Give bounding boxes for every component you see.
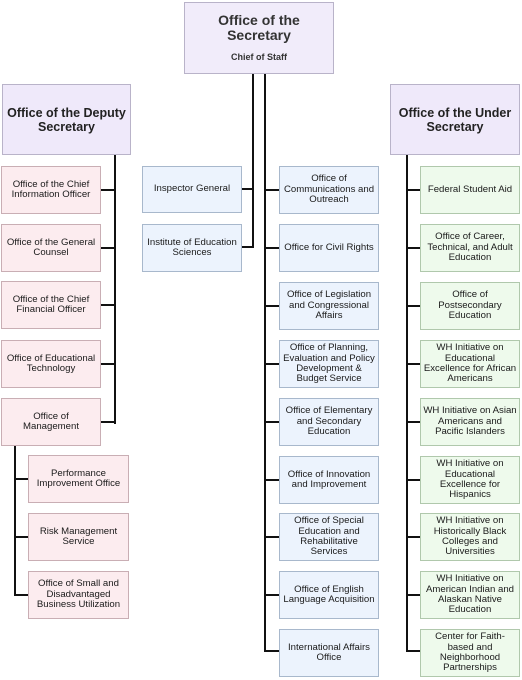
- connector-deputy-branch-3: [101, 304, 116, 306]
- connector-under-spine: [406, 155, 408, 652]
- management-unit-risk-management: Risk Management Service: [28, 513, 129, 561]
- under-wh-initiative-hbcu: WH Initiative on Historically Black Coll…: [420, 513, 520, 561]
- secretary-title: Office of the Secretary: [218, 12, 300, 43]
- connector-deputy-branch-2: [101, 247, 116, 249]
- connector-under-branch-5: [406, 421, 420, 423]
- office-civil-rights: Office for Civil Rights: [279, 224, 379, 272]
- connector-deputy-branch-4: [101, 363, 116, 365]
- connector-deputy-branch-5: [101, 421, 116, 423]
- management-unit-performance-improvement: Performance Improvement Office: [28, 455, 129, 503]
- connector-under-branch-4: [406, 363, 420, 365]
- office-of-the-deputy-secretary: Office of the Deputy Secretary: [2, 84, 131, 155]
- connector-ig-branch: [242, 188, 254, 190]
- deputy-office-management: Office of Management: [1, 398, 101, 446]
- office-of-the-secretary: Office of the Secretary Chief of Staff: [184, 2, 334, 74]
- management-unit-small-disadvantaged-business: Office of Small and Disadvantaged Busine…: [28, 571, 129, 619]
- deputy-office-chief-financial-officer: Office of the Chief Financial Officer: [1, 281, 101, 329]
- connector-office-branch-7: [264, 536, 279, 538]
- connector-office-branch-8: [264, 594, 279, 596]
- connector-under-branch-6: [406, 479, 420, 481]
- deputy-office-educational-technology: Office of Educational Technology: [1, 340, 101, 388]
- office-legislation-congressional-affairs: Office of Legislation and Congressional …: [279, 282, 379, 330]
- connector-office-branch-6: [264, 479, 279, 481]
- connector-under-branch-9: [406, 650, 420, 652]
- connector-management-spine: [14, 416, 16, 595]
- under-office-postsecondary-education: Office of Postsecondary Education: [420, 282, 520, 330]
- office-elementary-secondary-education: Office of Elementary and Secondary Educa…: [279, 398, 379, 446]
- under-office-career-technical-adult: Office of Career, Technical, and Adult E…: [420, 224, 520, 272]
- office-of-the-under-secretary: Office of the Under Secretary: [390, 84, 520, 155]
- connector-office-branch-3: [264, 305, 279, 307]
- chief-of-staff-label: Chief of Staff: [231, 52, 287, 63]
- office-planning-evaluation-policy-budget: Office of Planning, Evaluation and Polic…: [279, 340, 379, 388]
- connector-under-branch-2: [406, 247, 420, 249]
- under-title: Office of the Under Secretary: [398, 105, 512, 134]
- staff-office-institute-of-education-sciences: Institute of Education Sciences: [142, 224, 242, 272]
- connector-deputy-spine: [114, 155, 116, 424]
- under-wh-initiative-hispanics: WH Initiative on Educational Excellence …: [420, 456, 520, 504]
- office-special-education-rehabilitative: Office of Special Education and Rehabili…: [279, 513, 379, 561]
- connector-ies-branch: [242, 246, 254, 248]
- connector-under-branch-1: [406, 189, 420, 191]
- connector-management-branch-1: [14, 478, 28, 480]
- office-communications-and-outreach: Office of Communications and Outreach: [279, 166, 379, 214]
- connector-under-branch-8: [406, 594, 420, 596]
- connector-management-branch-2: [14, 536, 28, 538]
- connector-office-branch-9: [264, 650, 279, 652]
- deputy-title: Office of the Deputy Secretary: [7, 105, 126, 134]
- deputy-office-general-counsel: Office of the General Counsel: [1, 224, 101, 272]
- under-wh-initiative-african-americans: WH Initiative on Educational Excellence …: [420, 340, 520, 388]
- connector-office-branch-5: [264, 421, 279, 423]
- office-english-language-acquisition: Office of English Language Acquisition: [279, 571, 379, 619]
- staff-office-inspector-general: Inspector General: [142, 166, 242, 213]
- under-center-faith-neighborhood: Center for Faith-based and Neighborhood …: [420, 629, 520, 677]
- connector-under-branch-7: [406, 536, 420, 538]
- under-wh-initiative-american-indian-alaskan-native: WH Initiative on American Indian and Ala…: [420, 571, 520, 619]
- deputy-office-chief-information-officer: Office of the Chief Information Officer: [1, 166, 101, 214]
- connector-secretary-to-deputy-under: [252, 74, 254, 248]
- connector-management-branch-3: [14, 594, 28, 596]
- office-international-affairs: International Affairs Office: [279, 629, 379, 677]
- under-wh-initiative-asian-americans-pacific-islanders: WH Initiative on Asian Americans and Pac…: [420, 398, 520, 446]
- connector-office-branch-4: [264, 363, 279, 365]
- under-office-federal-student-aid: Federal Student Aid: [420, 166, 520, 214]
- connector-deputy-branch-1: [101, 189, 116, 191]
- office-innovation-improvement: Office of Innovation and Improvement: [279, 456, 379, 504]
- connector-office-branch-1: [264, 189, 279, 191]
- connector-office-branch-2: [264, 247, 279, 249]
- connector-under-branch-3: [406, 305, 420, 307]
